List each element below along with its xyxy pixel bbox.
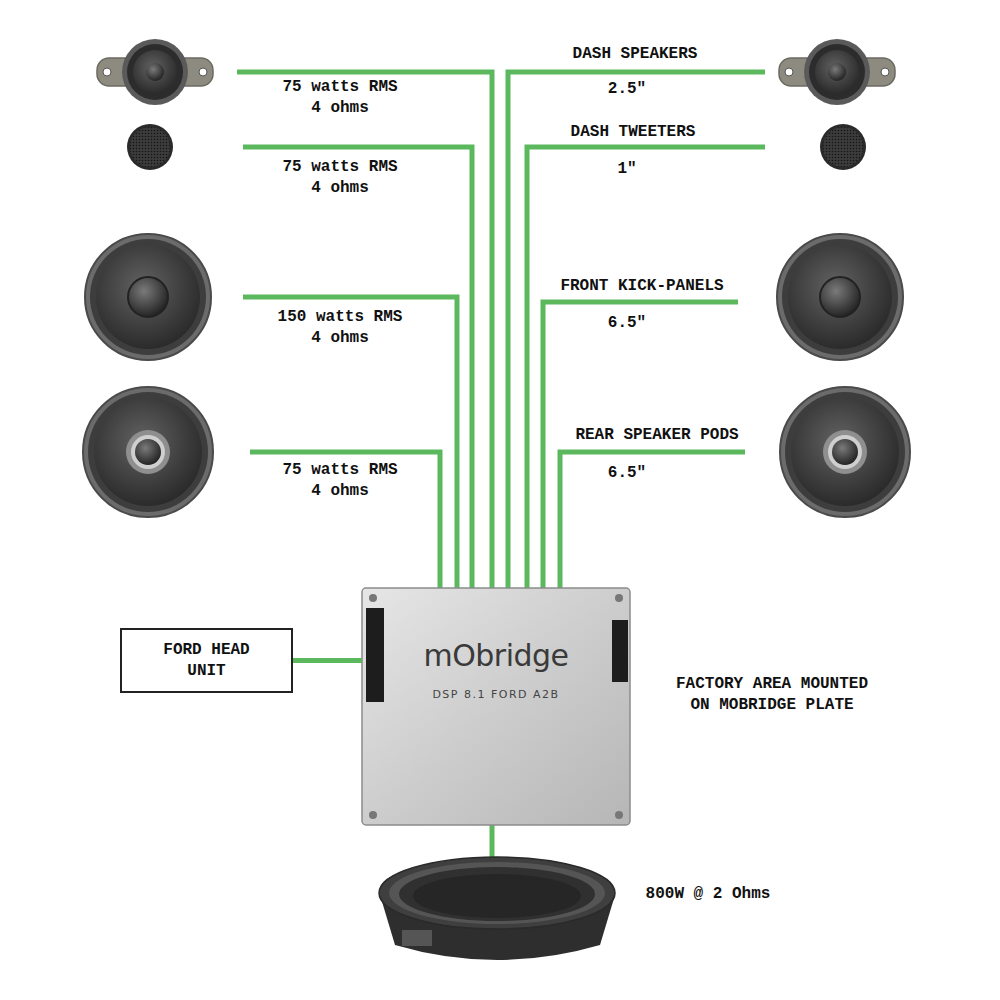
speaker-wire xyxy=(508,72,765,590)
speaker-size-label: 2.5" xyxy=(597,79,657,100)
dash-tweeter xyxy=(127,124,173,170)
screw-hole xyxy=(615,594,623,602)
subwoofer-frame xyxy=(379,857,615,929)
speaker-size-label: 6.5" xyxy=(597,463,657,484)
screw-hole xyxy=(369,811,377,819)
screw-hole xyxy=(615,811,623,819)
head-unit-label: FORD HEAD UNIT xyxy=(152,640,262,682)
speaker-size-label: 1" xyxy=(597,159,657,180)
signal-wire xyxy=(293,658,362,663)
speaker-wire xyxy=(527,147,765,590)
power-rating-label: 150 watts RMS 4 ohms xyxy=(274,307,406,349)
speaker-wires xyxy=(237,72,765,872)
speaker-wire xyxy=(543,302,738,590)
power-rating-label: 75 watts RMS 4 ohms xyxy=(274,157,406,199)
mounting-note: FACTORY AREA MOUNTED ON MOBRIDGE PLATE xyxy=(670,674,875,716)
brand-logo: mObridge xyxy=(423,638,568,674)
head-unit-box: FORD HEAD UNIT xyxy=(120,628,293,693)
rear-pod-speaker xyxy=(780,387,910,517)
subwoofer xyxy=(379,857,615,960)
kick-panel-speaker xyxy=(777,234,903,360)
model-label: DSP 8.1 FORD A2B xyxy=(432,688,559,702)
dash-tweeter xyxy=(820,124,866,170)
power-rating-label: 75 watts RMS 4 ohms xyxy=(274,77,406,119)
speaker-location-label: FRONT KICK-PANELS xyxy=(532,276,752,297)
subwoofer-terminal xyxy=(402,930,432,946)
dsp-connector xyxy=(366,608,384,702)
dsp-module: mObridgeDSP 8.1 FORD A2B xyxy=(362,588,630,825)
speaker-location-label: DASH TWEETERS xyxy=(533,122,733,143)
dsp-connector xyxy=(612,620,628,682)
dash-speaker xyxy=(779,39,895,105)
dsp-housing xyxy=(362,588,630,825)
rear-pod-speaker xyxy=(83,387,213,517)
speaker-wire xyxy=(237,72,492,590)
power-rating-label: 75 watts RMS 4 ohms xyxy=(274,460,406,502)
speaker-wire xyxy=(560,452,745,590)
subwoofer-rating: 800W @ 2 Ohms xyxy=(608,884,808,905)
screw-hole xyxy=(369,594,377,602)
subwoofer-surround xyxy=(399,867,595,921)
dash-speaker xyxy=(97,39,213,105)
subwoofer-cone xyxy=(413,874,581,918)
speaker-wire xyxy=(243,147,472,590)
speaker-wire xyxy=(250,452,440,590)
speaker-location-label: REAR SPEAKER PODS xyxy=(547,425,767,446)
speaker-size-label: 6.5" xyxy=(597,313,657,334)
dsp-body xyxy=(362,588,630,825)
kick-panel-speaker xyxy=(85,234,211,360)
speaker-location-label: DASH SPEAKERS xyxy=(535,44,735,65)
speaker-wire xyxy=(243,297,457,590)
subwoofer-ring xyxy=(389,862,605,924)
